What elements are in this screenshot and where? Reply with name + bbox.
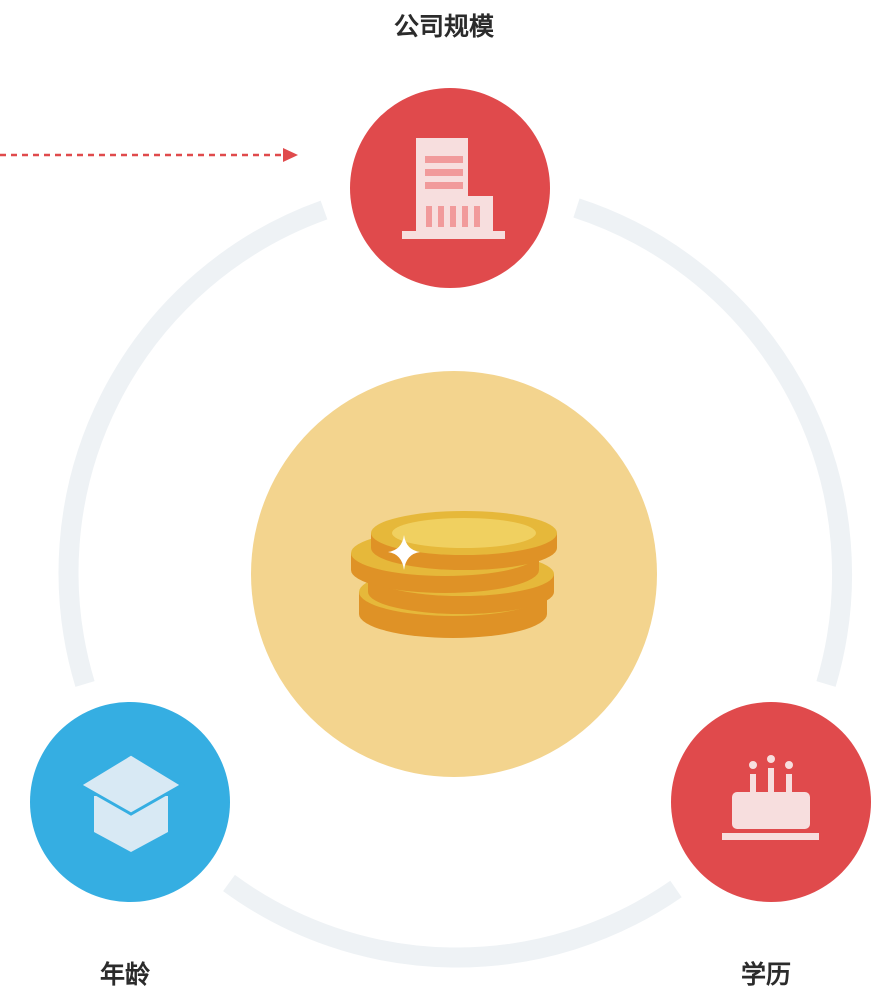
- ring-arc-bottom: [223, 874, 682, 968]
- building-icon: [402, 138, 505, 239]
- gold-coins-icon: [351, 511, 557, 638]
- label-company-size: 公司规模: [393, 12, 495, 41]
- birthday-cake-icon: [722, 755, 819, 840]
- incoming-arrow: [0, 148, 298, 162]
- node-age: [30, 702, 230, 902]
- graduation-cap-icon: [77, 752, 185, 852]
- sparkle-icon: [388, 535, 420, 570]
- center-node: [251, 371, 657, 777]
- ring-arc-top-right: [573, 198, 853, 687]
- arrow-head-icon: [283, 148, 298, 162]
- ring-arc-top-left: [58, 200, 328, 687]
- connection-ring: [58, 198, 853, 968]
- label-age: 年龄: [99, 960, 151, 989]
- node-company-size: [350, 88, 550, 288]
- node-education: [671, 702, 871, 902]
- label-education: 学历: [740, 960, 792, 989]
